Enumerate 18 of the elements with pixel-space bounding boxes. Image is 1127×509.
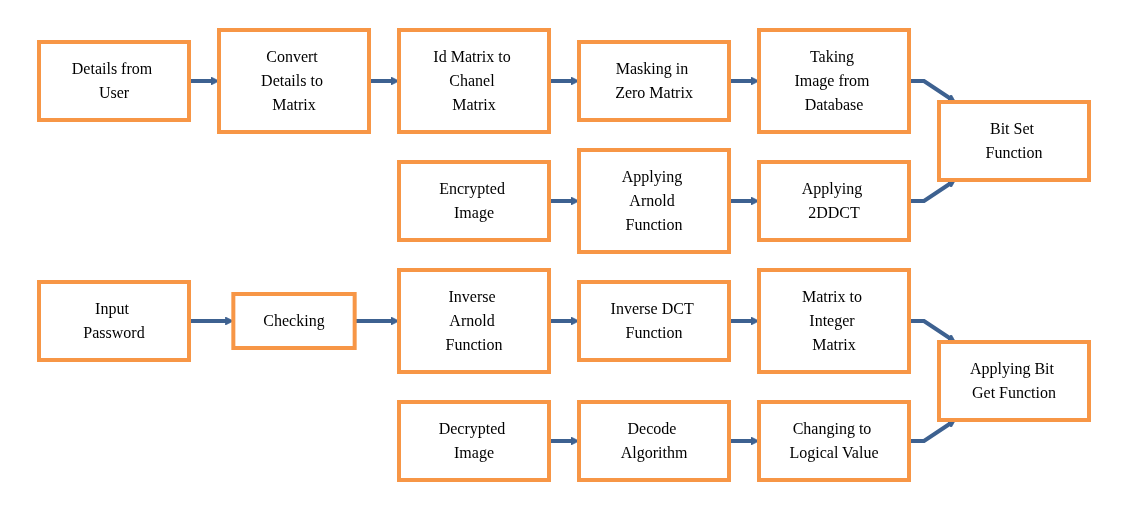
- node-box: Changing to Logical Value: [756, 399, 911, 482]
- node-box: Checking: [230, 291, 357, 350]
- node-box: Matrix to Integer Matrix: [756, 267, 911, 374]
- node-box: Inverse DCT Function: [576, 279, 731, 362]
- node-box: Applying 2DDCT: [756, 159, 911, 242]
- node-box: Applying Arnold Function: [576, 147, 731, 254]
- node-box: Applying Bit Get Function: [936, 339, 1091, 422]
- node-box: Decrypted Image: [396, 399, 551, 482]
- node-box: Inverse Arnold Function: [396, 267, 551, 374]
- node-box: Masking in Zero Matrix: [576, 39, 731, 122]
- node-box: Input Password: [36, 279, 191, 362]
- node-box: Encrypted Image: [396, 159, 551, 242]
- node-box: Id Matrix to Chanel Matrix: [396, 27, 551, 134]
- node-box: Taking Image from Database: [756, 27, 911, 134]
- node-box: Decode Algorithm: [576, 399, 731, 482]
- node-box: Convert Details to Matrix: [216, 27, 371, 134]
- node-box: Details from User: [36, 39, 191, 122]
- node-box: Bit Set Function: [936, 99, 1091, 182]
